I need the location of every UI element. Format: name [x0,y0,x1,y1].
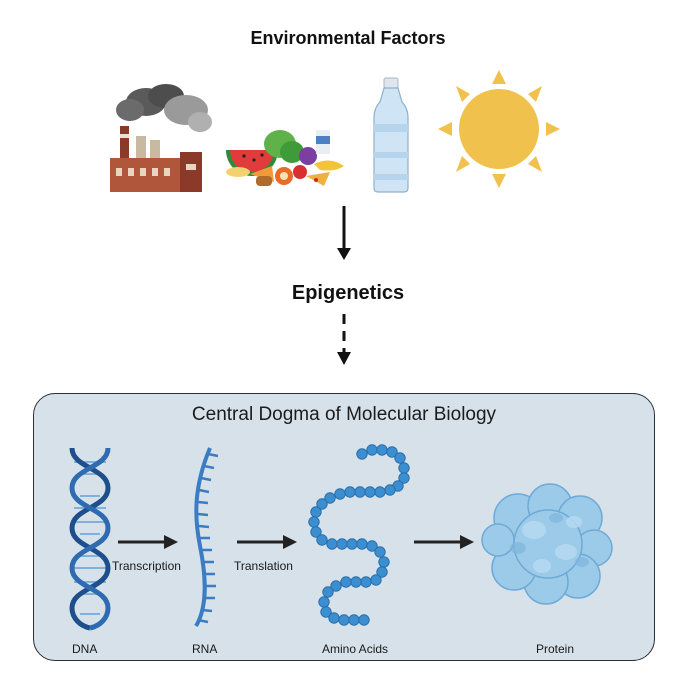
amino-acid-bead [318,596,330,608]
amino-acid-bead [384,484,396,496]
amino-acid-bead [364,486,376,498]
translation-label: Translation [234,559,293,573]
amino-acid-bead [320,606,332,618]
amino-acid-bead [330,580,342,592]
amino-acid-bead [324,492,336,504]
amino-acid-bead [310,526,322,538]
transcription-label: Transcription [112,559,181,573]
amino-acid-bead [398,462,410,474]
amino-acid-bead [370,574,382,586]
transcription-arrow [118,535,178,549]
amino-acid-bead [336,538,348,550]
protein-icon [481,483,613,605]
amino-acid-bead [322,586,334,598]
food-icon [226,130,344,186]
protein-arrow [414,535,474,549]
amino-acids-label: Amino Acids [322,642,389,656]
amino-acid-bead [374,546,386,558]
amino-acid-bead [316,498,328,510]
amino-acid-bead [344,486,356,498]
amino-acid-bead [348,614,360,626]
amino-acid-bead [374,486,386,498]
amino-acid-bead [358,614,370,626]
factory-icon [110,84,212,192]
solid-arrow-down [337,206,351,260]
amino-acid-bead [376,444,388,456]
rna-icon [194,447,219,628]
amino-acid-bead [394,452,406,464]
amino-acid-bead [356,538,368,550]
water-bottle-icon [373,77,409,193]
amino-acid-bead [350,576,362,588]
environmental-factors-title: Environmental Factors [250,28,446,48]
amino-acid-bead [378,556,390,568]
amino-acid-bead [354,486,366,498]
amino-acid-bead [334,488,346,500]
amino-acid-bead [366,540,378,552]
amino-acid-bead [356,448,368,460]
translation-arrow [237,535,297,549]
amino-acid-bead [338,614,350,626]
amino-acid-bead [398,472,410,484]
dna-label: DNA [72,642,98,656]
amino-acid-bead [310,506,322,518]
amino-acid-bead [346,538,358,550]
rna-label: RNA [192,642,218,656]
amino-acid-bead [366,444,378,456]
amino-acid-bead [326,538,338,550]
central-dogma-title: Central Dogma of Molecular Biology [191,404,497,425]
dashed-arrow-down [337,314,351,365]
protein-label: Protein [536,642,575,656]
epigenetics-label: Epigenetics [291,282,405,304]
amino-acid-bead [340,576,352,588]
amino-acid-bead [360,576,372,588]
dna-icon [69,447,111,631]
sun-icon [438,70,560,188]
amino-acid-bead [376,566,388,578]
amino-acid-bead [316,534,328,546]
amino-acid-bead [386,446,398,458]
amino-acids-icon [308,444,410,626]
amino-acid-bead [328,612,340,624]
amino-acid-bead [308,516,320,528]
